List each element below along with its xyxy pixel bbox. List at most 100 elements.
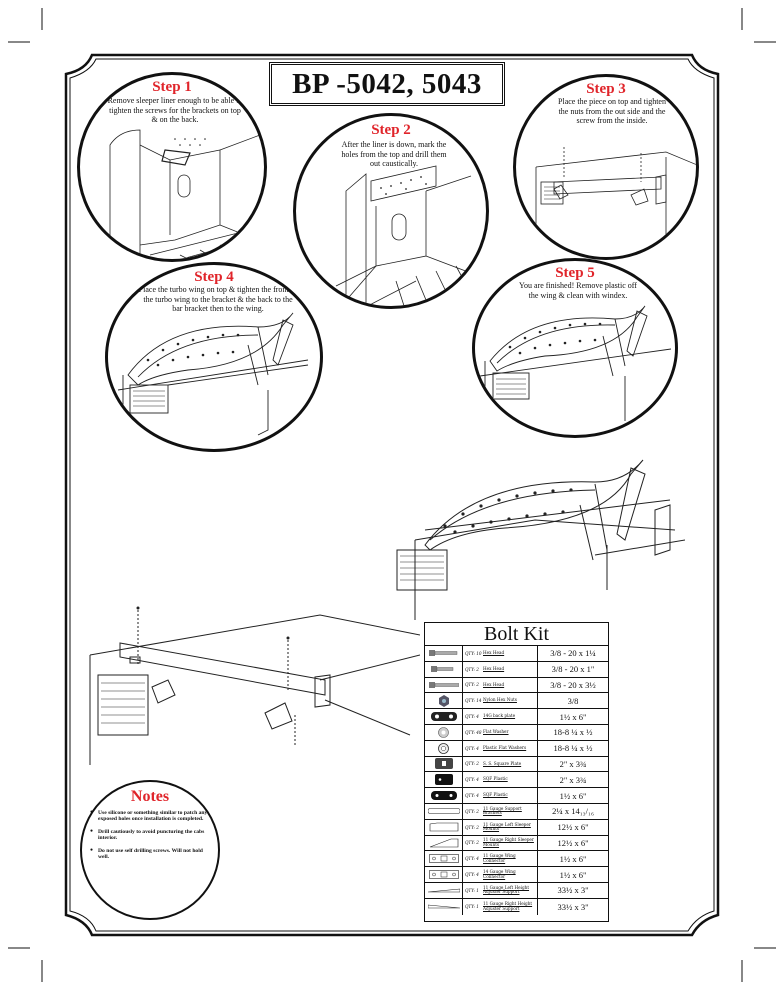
bolt-kit-qty: QTY: 4 [465, 872, 479, 878]
bolt-kit-row: QTY: 4 14G back plate 1½ x 6" [425, 709, 608, 725]
bolt-kit-size: 3/8 - 20 x 1¼ [550, 648, 596, 659]
bolt-kit-qty: QTY: 1 [465, 904, 479, 910]
step-2-title: Step 2 [371, 122, 411, 138]
hex-bolt-icon [425, 646, 463, 661]
bolt-kit-qty: QTY: 4 [465, 714, 479, 720]
step-1-title: Step 1 [152, 79, 192, 95]
bolt-kit-size: 2" x 3¾ [559, 774, 587, 785]
note-item: Drill cautiously to avoid puncturing the… [90, 829, 208, 842]
bolt-kit-row: QTY: 1 11 Gauge Left Height Adjuster Supp… [425, 882, 608, 899]
bolt-kit-row: QTY: 2 S. S. Square Plate 2" x 3¾ [425, 756, 608, 773]
step-5-text: You are finished! Remove plastic off the… [519, 281, 637, 300]
bolt-kit-part-name: Hex Head [483, 661, 538, 677]
notes-panel: Notes Use silicone or something similar … [80, 780, 220, 920]
bolt-kit-part-name: Nylon Hex Nuts [483, 693, 538, 709]
wing-connector-icon [425, 851, 463, 867]
bolt-kit-qty: QTY: 10 [465, 650, 482, 656]
step-2-text: After the liner is down, mark the holes … [341, 140, 447, 168]
assembled-wing-illustration [396, 459, 685, 620]
bolt-kit-qty: QTY: 2 [465, 840, 479, 846]
step-5-panel: Step 5 You are finished! Remove plastic … [472, 258, 678, 438]
step-4-text: Place the turbo wing on top & tighten th… [138, 285, 298, 313]
bar-bracket-illustration [89, 606, 420, 765]
bolt-kit-size: 18-8 ¼ x ½ [553, 727, 593, 738]
bolt-kit-row: QTY: 2 11 Gauge Right Sleeper Mounts 12½ x… [425, 835, 608, 852]
bolt-kit-size: 1½ x 6" [559, 790, 587, 801]
bolt-kit-size: 18-8 ¼ x ½ [553, 743, 593, 754]
bolt-kit-size: 1½ x 6" [559, 869, 587, 880]
bolt-kit-part-name: SQF Plastic [483, 772, 538, 788]
sqf-plastic-long-icon [425, 788, 463, 803]
bolt-kit-row: QTY: 2 Hex Head 3/8 - 20 x 1" [425, 661, 608, 678]
step-3-title: Step 3 [586, 81, 626, 97]
bolt-kit-qty: QTY: 48 [465, 729, 482, 735]
step-4-panel: Step 4 Place the turbo wing on top & tig… [105, 262, 323, 452]
bolt-kit-row: QTY: 2 11 Gauge Support Brackets 2¼ x 14₁₃… [425, 803, 608, 820]
bolt-kit-size: 12½ x 6" [557, 837, 589, 848]
left-height-adjuster-icon [425, 882, 463, 898]
bolt-kit-part-name: 11 Gauge Wing Connector [483, 851, 538, 867]
bolt-kit-size: 3/8 - 20 x 1" [551, 664, 595, 675]
bolt-kit-part-name: 14 Gauge Wing Connector [483, 867, 538, 882]
note-item: Use silicone or something similar to pat… [90, 810, 208, 823]
flat-washer-icon [425, 724, 463, 740]
bolt-kit-part-name: Hex Head [483, 646, 538, 661]
wing-connector-alt-icon [425, 867, 463, 882]
step-2-illustration [335, 165, 486, 306]
step-5-title: Step 5 [555, 265, 595, 281]
bolt-kit-part-name: SQF Plastic [483, 788, 538, 803]
bolt-kit-title: Bolt Kit [425, 623, 608, 646]
notes-title: Notes [130, 788, 170, 805]
bolt-kit-qty: QTY: 2 [465, 682, 479, 688]
left-sleeper-mount-icon [425, 819, 463, 835]
bolt-kit-size: 33½ x 3" [557, 885, 589, 896]
bolt-kit-qty: QTY: 2 [465, 666, 479, 672]
bolt-kit-qty: QTY: 2 [465, 761, 479, 767]
bolt-kit-row: QTY: 2 11 Gauge Left Sleeper Mounts 12½ x … [425, 819, 608, 836]
bolt-kit-size: 2¼ x 14₁₃/₁₆ [552, 806, 594, 817]
bolt-kit-part-name: Hex Head [483, 677, 538, 693]
bolt-kit-size: 3/8 - 20 x 3½ [550, 679, 596, 690]
bolt-kit-part-name: 11 Gauge Right Sleeper Mounts [483, 835, 538, 851]
bolt-kit-qty: QTY: 2 [465, 808, 479, 814]
bolt-kit-size: 33½ x 3" [557, 901, 589, 912]
bolt-kit-qty: QTY: 4 [465, 777, 479, 783]
bolt-kit-size: 2" x 3¾ [559, 758, 587, 769]
right-height-adjuster-icon [425, 898, 463, 915]
bolt-kit-qty: QTY: 1 [465, 887, 479, 893]
right-sleeper-mount-icon [425, 835, 463, 851]
bolt-kit-part-name: 11 Gauge Left Sleeper Mounts [483, 819, 538, 835]
support-bracket-icon [425, 803, 463, 819]
hex-bolt-short-icon [425, 661, 463, 677]
sqf-plastic-square-icon [425, 772, 463, 788]
step-1-illustration [109, 129, 264, 259]
bolt-kit-size: 1½ x 6" [559, 853, 587, 864]
bolt-kit-size: 1½ x 6" [559, 711, 587, 722]
note-item: Do not use self drilling screws. Will no… [90, 848, 208, 861]
bolt-kit-qty: QTY: 2 [465, 824, 479, 830]
bolt-kit-part-name: 11 Gauge Left Height Adjuster Support [483, 882, 538, 898]
step-4-title: Step 4 [194, 269, 234, 285]
bolt-kit-qty: QTY: 14 [465, 698, 482, 704]
bolt-kit-part-name: Plastic Flat Washers [483, 740, 538, 756]
bolt-kit-size: 3/8 [567, 695, 579, 706]
bolt-kit-part-name: 14G back plate [483, 709, 538, 724]
bolt-kit-part-name: S. S. Square Plate [483, 756, 538, 772]
bolt-kit-size: 12½ x 6" [557, 822, 589, 833]
bolt-kit-part-name: 11 Gauge Support Brackets [483, 803, 538, 819]
step-3-panel: Step 3 Place the piece on top and tighte… [513, 74, 699, 260]
document-title: BP -5042, 5043 [292, 67, 482, 100]
step-3-text: Place the piece on top and tighten the n… [558, 97, 666, 125]
step-3-illustration [535, 147, 696, 257]
bolt-kit-part-name: Flat Washer [483, 724, 538, 740]
hex-nut-icon [425, 693, 463, 709]
step-1-text: Remove sleeper liner enough to be able t… [107, 96, 243, 124]
back-plate-icon [425, 709, 463, 724]
